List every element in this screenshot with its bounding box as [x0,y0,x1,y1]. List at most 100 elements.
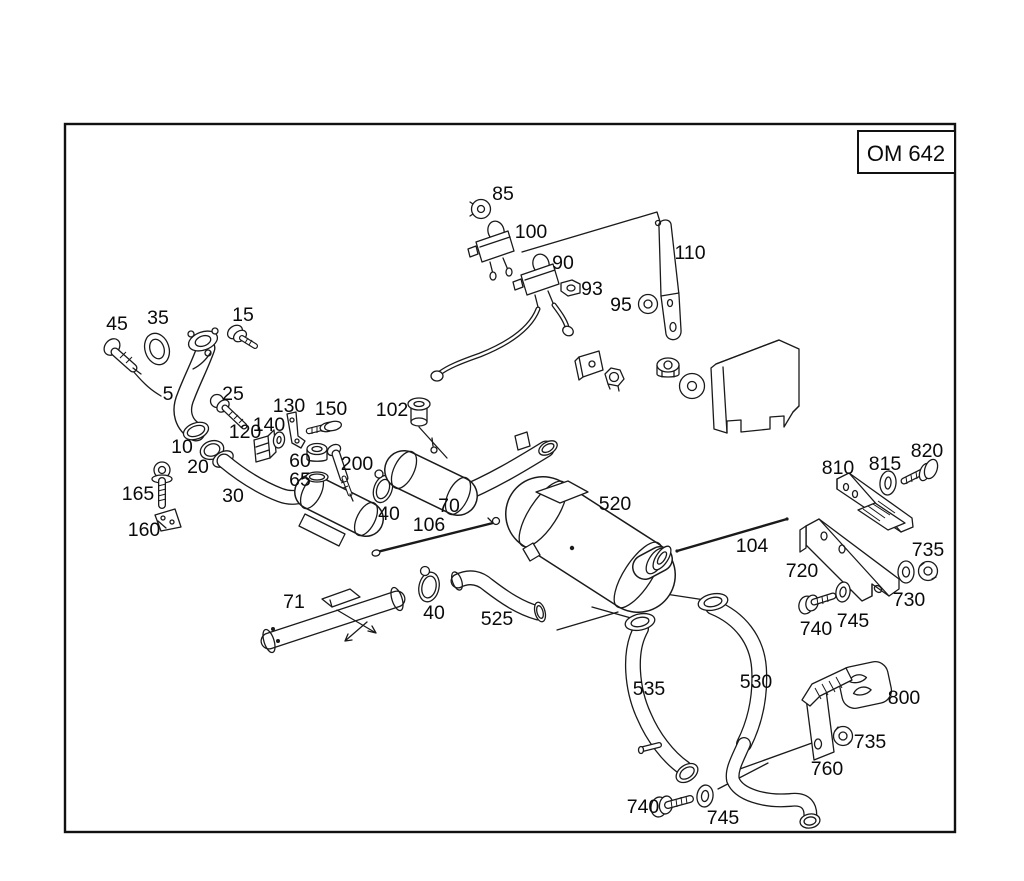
engine-code-title: OM 642 [867,141,945,166]
part-5-downpipe [173,327,219,442]
part-25-stud [209,393,248,430]
part-label-720: 720 [786,560,819,582]
part-label-160: 160 [128,519,161,541]
part-71-center-pipe [260,586,406,654]
part-label-95: 95 [610,294,632,316]
part-85-grommet [469,198,492,220]
part-740-bolt-a [798,592,837,615]
part-45-sensor [103,338,142,375]
part-520-muffler [505,476,676,613]
part-95-grommet [637,293,659,315]
part-label-93: 93 [581,278,603,300]
part-160-bracket [154,508,182,532]
part-745-washer-a [835,581,851,603]
part-760-bracket [801,667,853,761]
part-label-20: 20 [187,456,209,478]
part-40-clamp-b [418,565,440,603]
part-70-catalyst [384,431,558,516]
part-106-rod [371,516,501,557]
part-label-165: 165 [122,483,155,505]
part-540-heat-shield [710,339,800,434]
part-label-25: 25 [222,383,244,405]
part-label-70: 70 [438,495,460,517]
part-140-washer [272,431,286,449]
part-810-bracket [836,472,914,533]
part-530-tailpipe [697,592,821,829]
part-550-flange-nut [656,357,680,378]
part-label-100: 100 [515,221,548,243]
part-label-130: 130 [273,395,306,417]
part-110-bracket [654,219,682,341]
part-label-30: 30 [222,485,244,507]
part-label-104: 104 [736,535,769,557]
part-label-102: 102 [376,399,409,421]
part-720-bracket [799,518,900,602]
part-label-140: 140 [253,414,286,436]
part-800-rubber-hanger [837,661,893,709]
part-535-tailpipe [624,612,699,784]
part-150-bolt [305,420,343,435]
part-label-90: 90 [552,252,574,274]
part-label-760: 760 [811,758,844,780]
part-label-730: 730 [893,589,926,611]
part-200-sensor [326,443,354,502]
part-label-106: 106 [413,514,446,536]
part-740-bolt-b [650,795,694,818]
part-55-nut [604,367,625,392]
part-30-catalyst-pipe [212,450,384,547]
part-label-60: 60 [289,450,311,472]
part-label-40-clamp-cat: 40 [378,503,400,525]
part-102-bushing [407,397,431,427]
part-820-bolt [900,458,939,485]
part-50-clip [574,350,604,381]
part-735-nut-b [832,725,854,747]
part-90-sensor [430,253,574,382]
part-label-745-lower: 745 [707,807,740,829]
part-93-clip [560,279,581,297]
part-label-735-upper: 735 [912,539,945,561]
part-130-bracket [286,411,306,449]
part-10-gasket [182,421,210,441]
part-label-85: 85 [492,183,514,205]
part-35-gasket [143,332,171,366]
part-label-740-lower: 740 [627,796,660,818]
part-label-525: 525 [481,608,514,630]
part-label-110: 110 [674,242,705,264]
part-label-815: 815 [869,453,902,475]
part-label-5: 5 [163,383,174,405]
part-label-45: 45 [106,313,128,335]
part-label-735-lower: 735 [854,731,887,753]
part-label-10: 10 [171,436,193,458]
part-815-washer [879,470,897,496]
part-60-cap-nut [306,442,328,462]
part-label-65: 65 [289,469,311,491]
part-120-rubber-mount [253,429,277,463]
part-65-seal-ring [305,471,329,483]
part-730-washer [897,560,915,584]
part-label-800: 800 [888,687,921,709]
part-label-810: 810 [822,457,855,479]
part-525-pipe [450,570,547,623]
part-label-740-upper: 740 [800,618,833,640]
part-745-washer-b [696,784,714,808]
part-15-bolt [226,324,258,349]
part-label-71: 71 [283,591,305,613]
part-label-200: 200 [341,453,374,475]
part-label-150: 150 [315,398,348,420]
engine-code-badge [857,130,956,174]
part-label-530: 530 [740,671,773,693]
part-100-sensor [467,220,515,281]
part-104-rod [675,517,789,553]
part-label-535: 535 [633,678,666,700]
part-label-15: 15 [232,304,254,326]
part-label-120: 120 [229,421,262,443]
part-165-bolt [151,461,173,509]
part-735-nut-a [917,560,939,582]
part-560-washer [678,372,706,400]
part-label-35: 35 [147,307,169,329]
part-label-820: 820 [911,440,944,462]
part-label-745-upper: 745 [837,610,870,632]
